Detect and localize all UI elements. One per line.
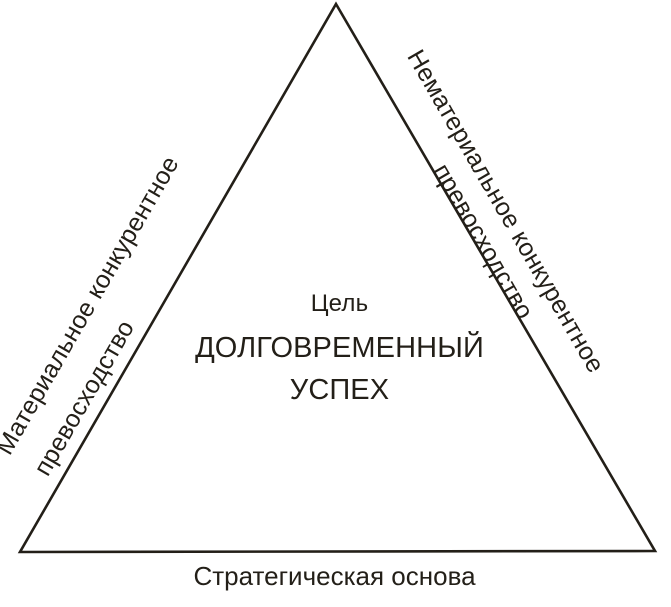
goal-label-text: Цель bbox=[310, 290, 369, 317]
goal-value-line-2-text: УСПЕХ bbox=[289, 374, 390, 406]
base-caption-text: Стратегическая основа bbox=[193, 561, 476, 591]
triangle-shape bbox=[17, 1, 658, 554]
goal-value-line-1-text: ДОЛГОВРЕМЕННЫЙ bbox=[195, 332, 484, 364]
goal-label: Цель bbox=[0, 292, 671, 316]
goal-value-line-1: ДОЛГОВРЕМЕННЫЙ bbox=[0, 334, 671, 363]
goal-value-line-2: УСПЕХ bbox=[0, 376, 671, 405]
base-caption: Стратегическая основа bbox=[0, 563, 671, 589]
